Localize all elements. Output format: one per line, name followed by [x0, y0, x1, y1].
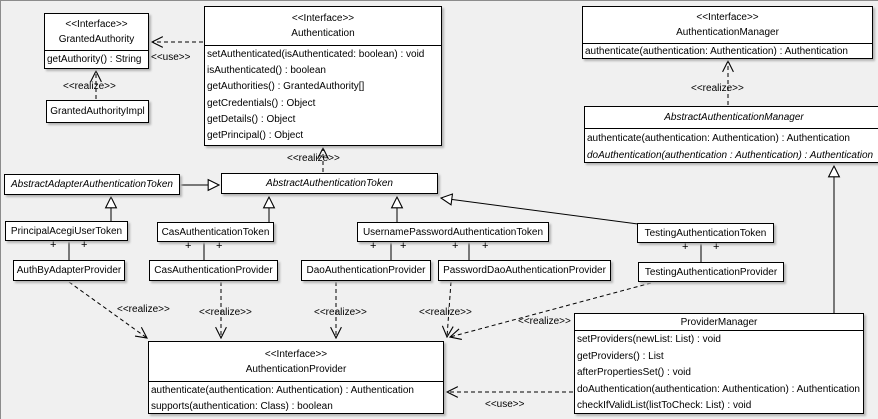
method-label: supports(authentication: Class) : boolea… [151, 401, 333, 412]
realize-label: <<realize>> [518, 316, 571, 327]
class-name: AbstractAuthenticationManager [664, 112, 804, 123]
method-label: getCredentials() : Object [207, 97, 316, 109]
stereotype-label: <<Interface>> [291, 13, 355, 24]
class-dao-authentication-provider[interactable]: DaoAuthenticationProvider [301, 260, 431, 281]
class-authentication-provider[interactable]: <<Interface>> AuthenticationProvider aut… [148, 341, 444, 414]
class-name: PrincipalAcegiUserToken [10, 225, 123, 237]
class-abstract-authentication-manager[interactable]: AbstractAuthenticationManager authentica… [584, 106, 878, 163]
class-name: PasswordDaoAuthenticationProvider [443, 265, 606, 276]
method-label: authenticate(authentication: Authenticat… [151, 385, 414, 396]
method-label: getProviders() : List [577, 350, 664, 362]
realize-label: <<realize>> [199, 307, 252, 318]
realize-label: <<realize>> [117, 304, 170, 315]
class-name: CasAuthenticationProvider [154, 265, 273, 276]
multiplicity-label: + [216, 240, 223, 252]
method-label: authenticate(authentication: Authenticat… [585, 46, 848, 57]
class-name: ProviderManager [680, 316, 758, 328]
class-abstract-authentication-token[interactable]: AbstractAuthenticationToken [221, 173, 438, 194]
multiplicity-label: + [50, 239, 57, 251]
class-testing-authentication-token[interactable]: TestingAuthenticationToken [637, 223, 774, 243]
class-granted-authority[interactable]: <<Interface>> GrantedAuthority getAuthor… [44, 13, 149, 69]
class-abstract-adapter-authentication-token[interactable]: AbstractAdapterAuthenticationToken [4, 174, 180, 195]
class-name: AuthByAdapterProvider [16, 265, 122, 276]
method-label: getDetails() : Object [207, 113, 296, 125]
class-name: Authentication [291, 28, 355, 39]
class-name: AuthenticationProvider [245, 363, 347, 375]
method-label: setAuthenticated(isAuthenticated: boolea… [207, 49, 425, 60]
class-name: TestingAuthenticationProvider [644, 266, 778, 278]
method-label: setProviders(newList: List) : void [577, 334, 721, 345]
class-cas-authentication-provider[interactable]: CasAuthenticationProvider [149, 260, 278, 281]
class-granted-authority-impl[interactable]: GrantedAuthorityImpl [46, 100, 149, 123]
method-label: doAuthentication(authentication : Authen… [587, 150, 874, 161]
gen-testing-to-abstract-token [441, 198, 639, 225]
class-authentication[interactable]: <<Interface>> Authentication setAuthenti… [204, 6, 442, 146]
realize-label: <<realize>> [314, 307, 367, 318]
class-name: DaoAuthenticationProvider [306, 265, 426, 276]
stereotype-label: <<Interface>> [264, 348, 328, 360]
class-password-dao-authentication-provider[interactable]: PasswordDaoAuthenticationProvider [438, 260, 611, 281]
method-label: getAuthority() : String [47, 54, 142, 65]
multiplicity-label: + [185, 240, 192, 252]
use-label: <<use>> [151, 52, 191, 63]
method-label: getAuthorities() : GrantedAuthority[] [207, 81, 365, 93]
multiplicity-label: + [452, 240, 459, 252]
class-principal-acegi-user-token[interactable]: PrincipalAcegiUserToken [5, 221, 128, 241]
realize-label: <<realize>> [287, 153, 340, 164]
realize-label: <<realize>> [691, 83, 744, 94]
method-label: getPrincipal() : Object [207, 130, 304, 142]
class-authentication-manager[interactable]: <<Interface>> AuthenticationManager auth… [582, 6, 873, 59]
use-label: <<use>> [485, 399, 525, 410]
realize-label: <<realize>> [63, 81, 116, 92]
method-label: checkIfValidList(listToCheck: List) : vo… [577, 400, 752, 412]
class-name: AbstractAdapterAuthenticationToken [11, 179, 173, 190]
multiplicity-label: + [682, 241, 689, 253]
multiplicity-label: + [713, 241, 720, 253]
method-label: doAuthentication(authentication: Authent… [577, 383, 860, 395]
multiplicity-label: + [400, 240, 407, 252]
class-provider-manager[interactable]: ProviderManager setProviders(newList: Li… [574, 313, 864, 414]
class-name: CasAuthenticationToken [161, 226, 270, 238]
method-label: afterPropertiesSet() : void [577, 367, 691, 379]
method-label: authenticate(authentication: Authenticat… [587, 133, 850, 144]
class-cas-authentication-token[interactable]: CasAuthenticationToken [157, 222, 274, 242]
class-name: AuthenticationManager [676, 27, 779, 38]
method-label: isAuthenticated() : boolean [207, 65, 326, 77]
class-name: GrantedAuthorityImpl [50, 106, 145, 117]
class-name: TestingAuthenticationToken [644, 227, 767, 239]
stereotype-label: <<Interface>> [65, 19, 128, 30]
class-name: UsernamePasswordAuthenticationToken [362, 226, 544, 238]
class-testing-authentication-provider[interactable]: TestingAuthenticationProvider [638, 262, 784, 282]
realize-passworddao-ap [447, 281, 451, 337]
multiplicity-label: + [81, 239, 88, 251]
multiplicity-label: + [482, 240, 489, 252]
class-username-password-authentication-token[interactable]: UsernamePasswordAuthenticationToken [357, 222, 549, 242]
class-name: AbstractAuthenticationToken [266, 178, 393, 189]
stereotype-label: <<Interface>> [696, 12, 759, 23]
multiplicity-label: + [370, 240, 377, 252]
class-auth-by-adapter-provider[interactable]: AuthByAdapterProvider [13, 260, 125, 281]
realize-label: <<realize>> [419, 307, 472, 318]
realize-authby-ap [68, 281, 147, 338]
class-name: GrantedAuthority [58, 34, 135, 45]
